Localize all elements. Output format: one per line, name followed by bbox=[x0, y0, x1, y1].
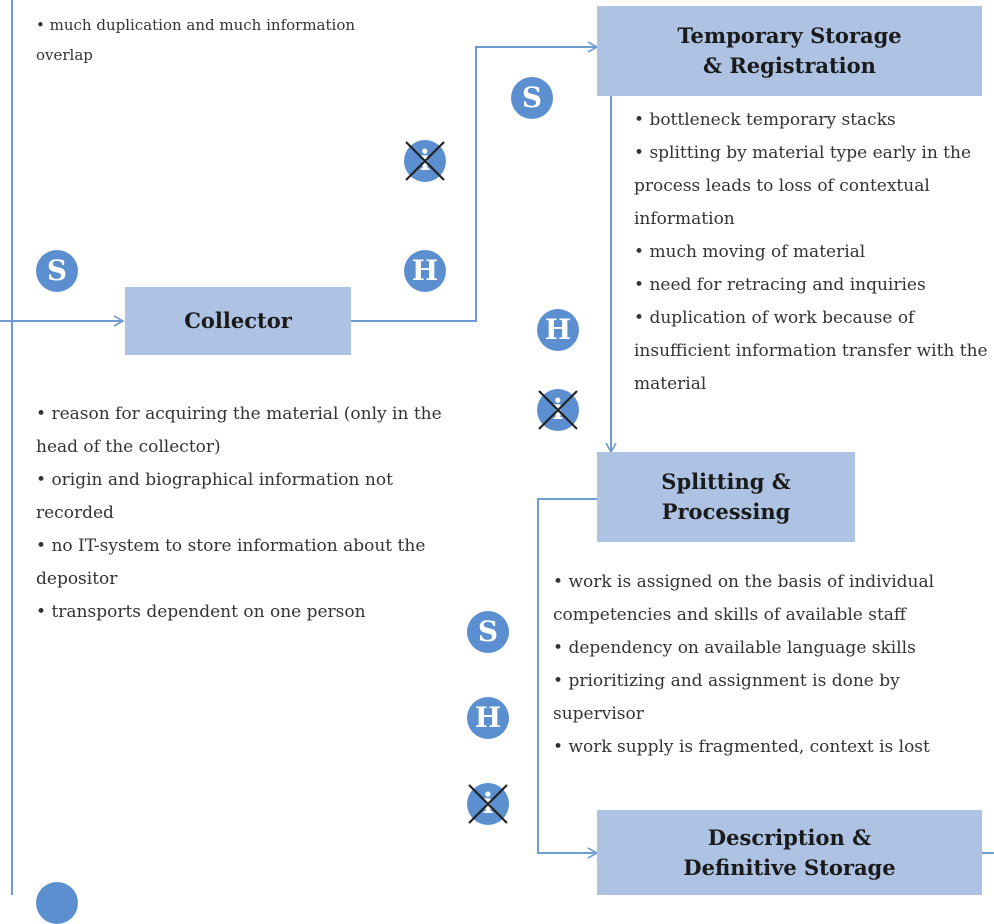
stage-label: Splitting & bbox=[661, 469, 791, 494]
stage-collector: Collector bbox=[125, 287, 351, 355]
list-item: transports dependent on one person bbox=[36, 596, 446, 629]
list-item: reason for acquiring the material (only … bbox=[36, 398, 446, 464]
list-item: work supply is fragmented, context is lo… bbox=[553, 731, 994, 764]
no-information-badge-icon: i bbox=[467, 783, 509, 825]
stage-label: & Registration bbox=[703, 53, 876, 78]
hardware-badge-icon: H bbox=[467, 697, 509, 739]
process-diagram: much duplication and much information ov… bbox=[0, 0, 994, 895]
list-item: no IT-system to store information about … bbox=[36, 530, 446, 596]
stage-description: Description & Definitive Storage bbox=[597, 810, 982, 895]
list-item: much moving of material bbox=[634, 236, 994, 269]
top-note-list: much duplication and much information ov… bbox=[36, 10, 416, 70]
stage-label: Temporary Storage bbox=[677, 23, 902, 48]
cross-icon bbox=[538, 390, 578, 430]
list-item: need for retracing and inquiries bbox=[634, 269, 994, 302]
collector-notes: reason for acquiring the material (only … bbox=[36, 398, 446, 629]
arrow-collector-to-temporary-storage bbox=[351, 41, 599, 322]
temporary-storage-notes: bottleneck temporary stacks splitting by… bbox=[634, 104, 994, 401]
list-item: bottleneck temporary stacks bbox=[634, 104, 994, 137]
list-item: splitting by material type early in the … bbox=[634, 137, 994, 236]
cross-icon bbox=[468, 784, 508, 824]
list-item: prioritizing and assignment is done by s… bbox=[553, 665, 994, 731]
stage-splitting: Splitting & Processing bbox=[597, 452, 855, 542]
list-item: much duplication and much information ov… bbox=[36, 10, 416, 70]
stage-label: Description & bbox=[707, 824, 872, 850]
cross-icon bbox=[405, 141, 445, 181]
stage-label: Collector bbox=[184, 308, 292, 333]
software-badge-icon: S bbox=[467, 611, 509, 653]
stage-label: Processing bbox=[661, 499, 791, 524]
list-item: work is assigned on the basis of individ… bbox=[553, 566, 994, 632]
no-information-badge-icon: i bbox=[404, 140, 446, 182]
connector-lines bbox=[0, 0, 994, 895]
no-information-badge-icon: i bbox=[537, 389, 579, 431]
list-item: origin and biographical information not … bbox=[36, 464, 446, 530]
arrow-splitting-to-description bbox=[537, 498, 599, 859]
list-item: dependency on available language skills bbox=[553, 632, 994, 665]
hardware-badge-icon: H bbox=[404, 250, 446, 292]
stage-label: Definitive Storage bbox=[683, 854, 896, 880]
stage-temporary-storage: Temporary Storage & Registration bbox=[597, 6, 982, 96]
list-item: duplication of work because of insuffici… bbox=[634, 302, 994, 401]
software-badge-icon: S bbox=[511, 77, 553, 119]
hardware-badge-icon: H bbox=[537, 309, 579, 351]
software-badge-icon: S bbox=[36, 250, 78, 292]
splitting-notes: work is assigned on the basis of individ… bbox=[553, 566, 994, 764]
partial-badge-icon bbox=[36, 882, 78, 924]
